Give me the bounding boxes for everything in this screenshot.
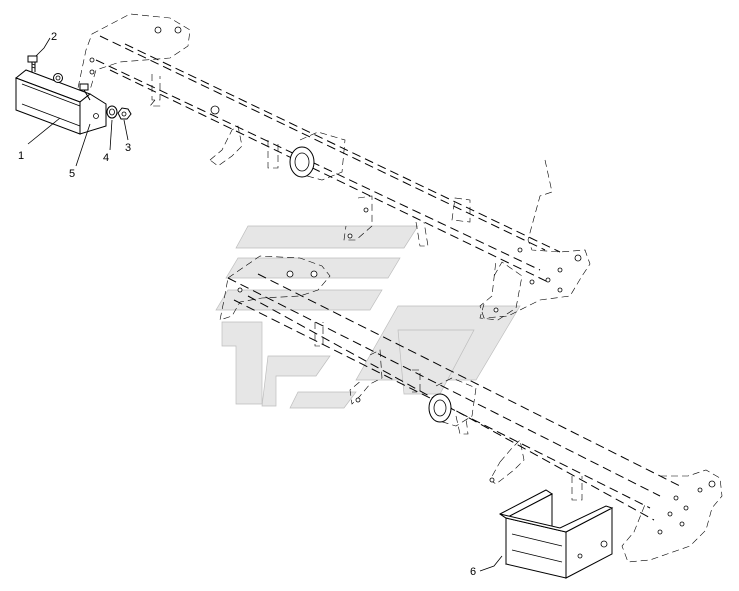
callout-2: 2 [51, 31, 57, 43]
leader-3 [123, 119, 129, 141]
upper-mount-plates [343, 195, 373, 241]
leader-5 [75, 123, 91, 167]
lower-hitch-tube [428, 377, 477, 435]
leader-6 [479, 555, 503, 572]
nut-part-3 [117, 107, 132, 120]
washer-part-4 [106, 105, 118, 119]
callout-labels: 1 2 3 4 5 6 [18, 31, 476, 578]
nut-upper [53, 73, 63, 83]
watermark-logo [215, 225, 521, 409]
leader-4 [109, 119, 113, 151]
lower-rail-brackets [314, 322, 583, 501]
step-bracket-part-5 [15, 69, 107, 135]
bolt-part-2 [27, 55, 38, 72]
callout-leaders [27, 37, 503, 572]
callout-5: 5 [69, 168, 75, 180]
upper-rail-brackets [149, 74, 471, 247]
upper-frame-rail [77, 13, 591, 319]
leader-1 [27, 117, 61, 145]
step-bracket-part-6 [499, 489, 614, 579]
lower-mount-plate [479, 261, 523, 321]
upper-hitch-tube [289, 131, 346, 181]
leader-2 [35, 37, 51, 57]
bolt-secondary [79, 83, 91, 101]
callout-4: 4 [103, 152, 109, 164]
callout-3: 3 [125, 142, 131, 154]
callout-1: 1 [18, 150, 24, 162]
callout-6: 6 [470, 566, 476, 578]
